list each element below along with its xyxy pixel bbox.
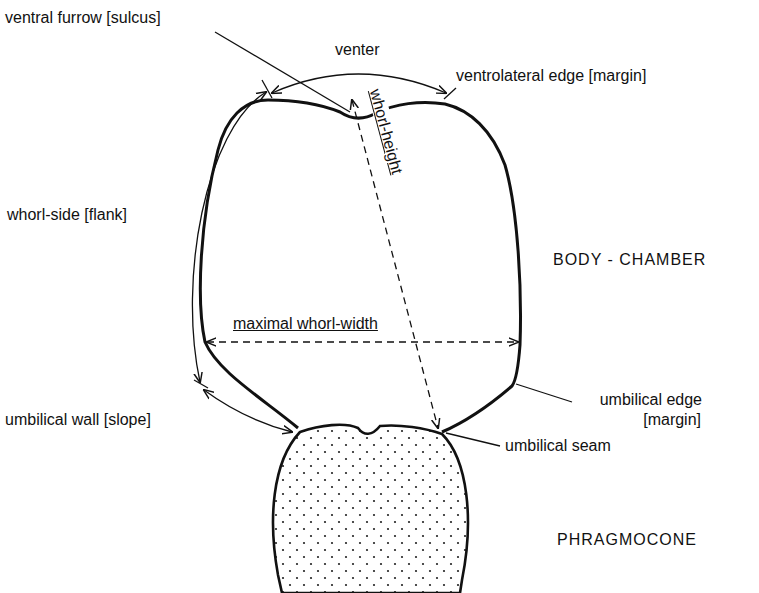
label-text: umbilical edge [margin]: [599, 391, 702, 428]
label-text: whorl-height: [367, 86, 406, 177]
label-text: ventrolateral edge [margin]: [455, 67, 647, 84]
body-chamber-outline: [200, 100, 520, 432]
leader-line: [215, 32, 350, 112]
region-label: BODY - CHAMBER: [552, 250, 752, 270]
flank-arc: [192, 92, 266, 382]
part-label: umbilical wall [slope]: [4, 410, 224, 430]
flank-arc-tick: [262, 80, 272, 98]
part-label: ventrolateral edge [margin]: [455, 66, 715, 86]
label-text: umbilical seam: [504, 437, 612, 454]
whorl-width-line: [207, 341, 518, 342]
region-label: PHRAGMOCONE: [556, 530, 746, 550]
label-text: whorl-side [flank]: [6, 206, 128, 223]
label-text: venter: [334, 41, 380, 58]
part-label: whorl-side [flank]: [6, 205, 176, 225]
label-text: ventral furrow [sulcus]: [4, 9, 162, 26]
part-label: venter: [334, 40, 404, 60]
part-label: umbilical edge [margin]: [574, 390, 702, 430]
label-text: BODY - CHAMBER: [552, 251, 707, 268]
part-label: umbilical seam: [504, 436, 654, 456]
part-label: ventral furrow [sulcus]: [4, 8, 234, 28]
leader-line: [516, 384, 572, 402]
label-text: PHRAGMOCONE: [556, 531, 698, 548]
label-text: maximal whorl-width: [232, 315, 379, 332]
measure-label: maximal whorl-width: [232, 314, 442, 334]
phragmocone-outline: [273, 425, 468, 593]
umbilical-wall-arc: [204, 390, 292, 432]
leader-line: [444, 88, 456, 99]
leader-line: [446, 433, 500, 446]
measure-label: whorl-height: [365, 86, 418, 217]
label-text: umbilical wall [slope]: [4, 411, 152, 428]
flank-arc-tick: [194, 380, 208, 388]
venter-arc: [272, 74, 446, 93]
